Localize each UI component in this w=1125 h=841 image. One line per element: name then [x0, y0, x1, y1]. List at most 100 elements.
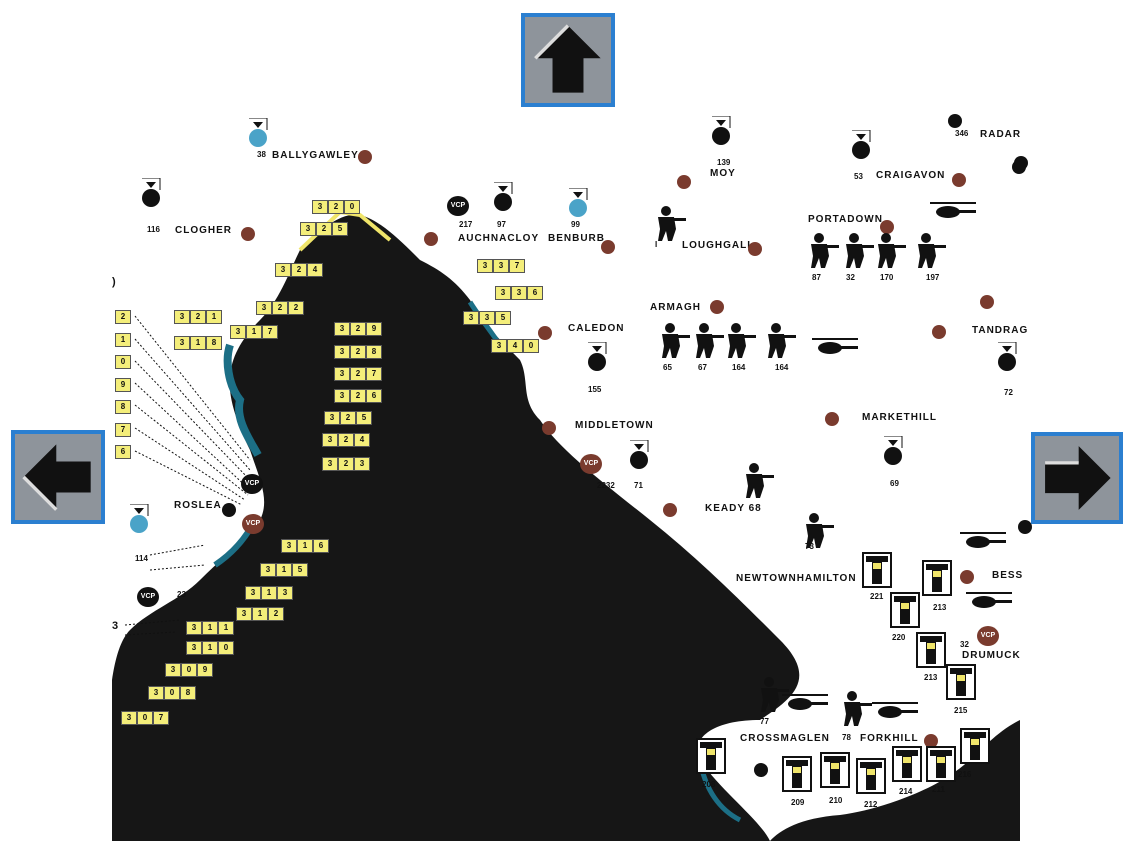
town-marker-armagh[interactable]	[710, 300, 724, 314]
left-counter-box[interactable]: 0	[115, 355, 131, 369]
left-counter-box[interactable]: 9	[115, 377, 131, 392]
town-marker-markethill[interactable]	[825, 412, 839, 426]
town-marker-moy[interactable]	[677, 175, 691, 189]
police-unit-icon[interactable]	[880, 436, 906, 470]
police-unit-icon[interactable]	[138, 178, 164, 212]
helicopter-icon[interactable]	[870, 700, 920, 722]
watchtower-icon[interactable]	[922, 560, 952, 596]
town-marker-benburb[interactable]	[601, 240, 615, 254]
town-marker-clogher[interactable]	[241, 227, 255, 241]
police-unit-icon[interactable]	[584, 342, 610, 376]
watchtower-icon[interactable]	[856, 758, 886, 794]
town-marker-ballygawley[interactable]	[358, 150, 372, 164]
town-marker-tandragee[interactable]	[932, 325, 946, 339]
soldier-icon[interactable]	[805, 232, 839, 268]
watchtower-icon[interactable]	[890, 592, 920, 628]
town-marker-forkhill[interactable]	[924, 734, 938, 748]
town-marker-drumuckavall[interactable]	[980, 295, 994, 309]
vcp-marker[interactable]: VCP	[447, 196, 469, 216]
soldier-icon[interactable]	[872, 232, 906, 268]
town-marker-bessbrook[interactable]	[960, 570, 974, 584]
watchtower-icon[interactable]	[946, 664, 976, 700]
watchtower-icon[interactable]	[696, 738, 726, 774]
scroll-up-button[interactable]	[521, 13, 615, 107]
soldier-icon[interactable]	[800, 512, 834, 548]
soldier-icon[interactable]	[740, 462, 774, 498]
soldier-icon[interactable]	[840, 232, 874, 268]
town-marker-portadown[interactable]	[880, 220, 894, 234]
helicopter-icon[interactable]	[964, 590, 1014, 612]
watchtower-icon[interactable]	[960, 728, 990, 764]
watchtower-icon[interactable]	[892, 746, 922, 782]
helicopter-icon[interactable]	[928, 200, 978, 222]
soldier-icon[interactable]	[722, 322, 756, 358]
soldier-icon[interactable]	[652, 205, 686, 241]
police-unit-icon[interactable]	[708, 116, 734, 150]
town-marker-middletown[interactable]	[542, 421, 556, 435]
left-counter-box[interactable]: 6	[115, 445, 131, 459]
helicopter-icon[interactable]	[780, 692, 830, 714]
police-unit-icon[interactable]	[994, 342, 1020, 376]
police-unit-icon[interactable]	[848, 130, 874, 164]
police-unit-icon[interactable]	[490, 182, 516, 216]
police-unit-icon[interactable]	[245, 118, 271, 152]
helicopter-icon[interactable]	[810, 336, 860, 358]
soldier-icon[interactable]	[755, 676, 789, 712]
radar-marker[interactable]	[948, 114, 962, 128]
town-marker-aughnacloy[interactable]	[424, 232, 438, 246]
vcp-marker[interactable]: VCP	[241, 474, 263, 494]
radar-marker[interactable]	[1018, 520, 1032, 534]
town-marker-crossmaglen[interactable]	[754, 763, 768, 777]
watchtower-icon[interactable]	[782, 756, 812, 792]
watchtower-icon[interactable]	[916, 632, 946, 668]
police-unit-icon[interactable]	[126, 504, 152, 538]
vcp-marker[interactable]: VCP	[580, 454, 602, 474]
radar-marker[interactable]	[1014, 156, 1028, 170]
left-counter-box[interactable]: 1	[115, 332, 131, 347]
town-marker-keady[interactable]	[663, 503, 677, 517]
vcp-marker[interactable]: VCP	[242, 514, 264, 534]
town-marker-roslea[interactable]	[222, 503, 236, 517]
soldier-icon[interactable]	[762, 322, 796, 358]
police-unit-icon[interactable]	[626, 440, 652, 474]
town-marker-caledon[interactable]	[538, 326, 552, 340]
soldier-icon[interactable]	[912, 232, 946, 268]
police-unit-icon[interactable]	[565, 188, 591, 222]
soldier-icon[interactable]	[656, 322, 690, 358]
soldier-icon[interactable]	[690, 322, 724, 358]
watchtower-icon[interactable]	[862, 552, 892, 588]
scroll-right-button[interactable]	[1031, 432, 1123, 524]
vcp-marker[interactable]: VCP	[977, 626, 999, 646]
vcp-marker[interactable]: VCP	[137, 587, 159, 607]
town-marker-loughgall[interactable]	[748, 242, 762, 256]
helicopter-icon[interactable]	[958, 530, 1008, 552]
left-counter-box[interactable]: 7	[115, 422, 131, 437]
watchtower-icon[interactable]	[926, 746, 956, 782]
town-marker-craigavon[interactable]	[952, 173, 966, 187]
soldier-icon[interactable]	[838, 690, 872, 726]
